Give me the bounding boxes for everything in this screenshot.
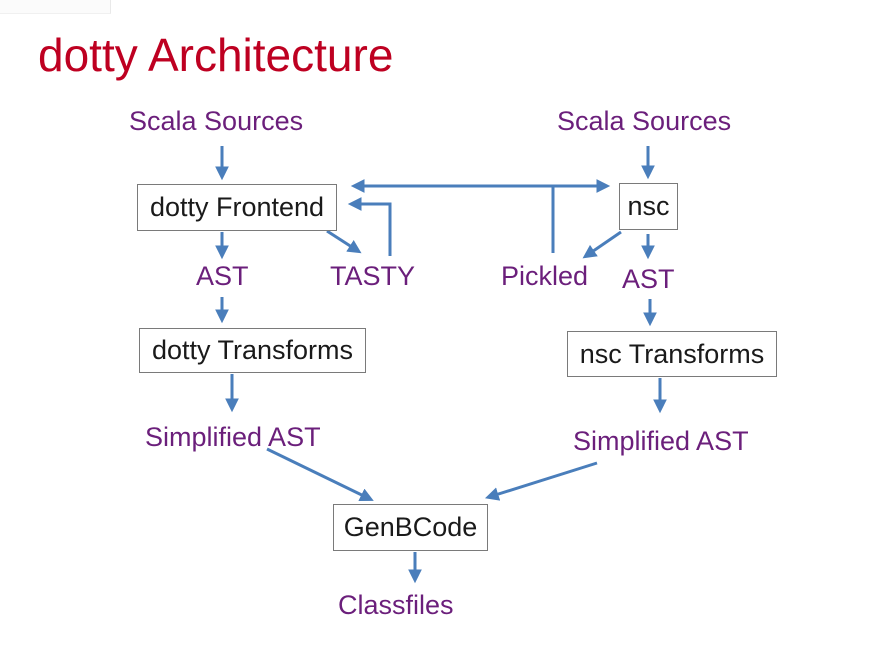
label-simplified-ast-left: Simplified AST [145,422,321,452]
label-classfiles: Classfiles [338,590,454,620]
label-scala-sources-right: Scala Sources [557,106,732,136]
edge-tasty-to-frontend [347,197,392,256]
edge-simplified-left-to-genbcode [266,447,374,502]
edge-frontend-to-tasty [326,229,362,254]
label-pickled: Pickled [501,261,589,291]
node-dotty-transforms: dotty Transforms [139,328,366,373]
label-tasty: TASTY [330,261,416,291]
label-scala-sources-left: Scala Sources [129,106,304,136]
slide-title: dotty Architecture [38,29,394,81]
label-simplified-ast-right: Simplified AST [573,426,749,456]
label-ast-left: AST [196,261,249,291]
node-dotty-frontend: dotty Frontend [137,184,337,231]
edge-simplified-right-to-genbcode [484,461,598,501]
label-ast-right: AST [622,264,675,294]
node-genbcode: GenBCode [333,504,488,551]
edge-nsc-to-pickled [582,230,622,259]
top-left-overlay-artifact [0,0,111,14]
node-nsc-transforms: nsc Transforms [567,331,777,377]
node-nsc: nsc [619,183,678,230]
